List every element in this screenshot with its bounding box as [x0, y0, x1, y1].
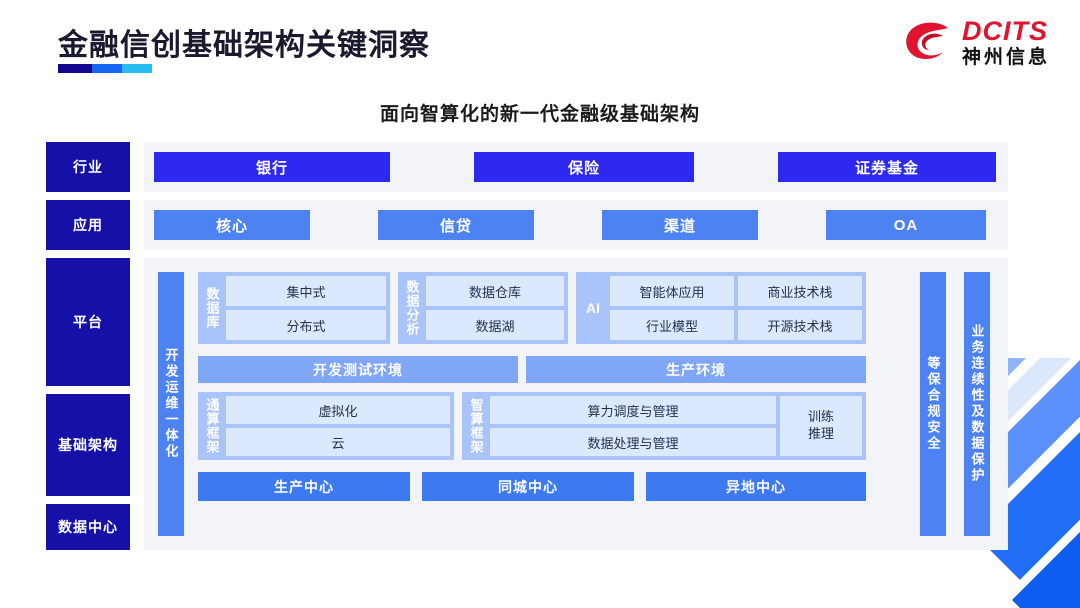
group-label-data-analysis: 数据分析 [404, 280, 420, 336]
layer-rail: 行业 应用 平台 基础架构 数据中心 [46, 142, 130, 566]
application-chip-core[interactable]: 核心 [154, 210, 310, 240]
group-ai[interactable]: AI 智能体应用 商业技术栈 行业模型 开源技术栈 [576, 272, 866, 344]
industry-panel: 银行 保险 证券基金 [144, 142, 1008, 192]
company-logo: DCITS 神州信息 [904, 18, 1050, 67]
group-data-analysis[interactable]: 数据分析 数据仓库 数据湖 [398, 272, 568, 344]
sidebar-devops[interactable]: 开发运维一体化 [158, 272, 184, 536]
datacenter-remote[interactable]: 异地中心 [646, 472, 866, 501]
cell-virtualization[interactable]: 虚拟化 [226, 396, 450, 424]
industry-chip-bank[interactable]: 银行 [154, 152, 390, 182]
swoosh-icon [906, 22, 948, 59]
datacenter-same-city[interactable]: 同城中心 [422, 472, 634, 501]
env-bar-production[interactable]: 生产环境 [526, 356, 866, 383]
rail-item-platform[interactable]: 平台 [46, 258, 130, 386]
cell-ai-industry-model[interactable]: 行业模型 [610, 310, 734, 340]
cell-training-inference[interactable]: 训练 推理 [780, 396, 862, 456]
page-header: 金融信创基础架构关键洞察 DCITS 神州信息 [0, 0, 1080, 90]
cell-cloud[interactable]: 云 [226, 428, 450, 456]
cell-database-distributed[interactable]: 分布式 [226, 310, 386, 340]
env-bar-dev-test[interactable]: 开发测试环境 [198, 356, 518, 383]
group-label-database: 数据库 [204, 287, 220, 329]
cell-ai-commercial-stack[interactable]: 商业技术栈 [738, 276, 862, 306]
logo-text-en: DCITS [961, 16, 1048, 46]
rail-item-industry[interactable]: 行业 [46, 142, 130, 192]
group-general-framework[interactable]: 通算框架 虚拟化 云 [198, 392, 454, 460]
sidebar-business-continuity[interactable]: 业务连续性及数据保护 [964, 272, 990, 536]
rail-item-infrastructure[interactable]: 基础架构 [46, 394, 130, 496]
diagram-subtitle: 面向智算化的新一代金融级基础架构 [379, 104, 700, 125]
cell-data-lake[interactable]: 数据湖 [426, 310, 564, 340]
rail-item-application[interactable]: 应用 [46, 200, 130, 250]
industry-chip-insurance[interactable]: 保险 [474, 152, 694, 182]
cell-compute-scheduling[interactable]: 算力调度与管理 [490, 396, 776, 424]
datacenter-production[interactable]: 生产中心 [198, 472, 410, 501]
architecture-diagram: 行业 应用 平台 基础架构 数据中心 银行 保险 证券基金 核心 信贷 渠道 O… [46, 142, 1008, 566]
group-label-ai: AI [586, 300, 600, 316]
cell-data-warehouse[interactable]: 数据仓库 [426, 276, 564, 306]
application-panel: 核心 信贷 渠道 OA [144, 200, 1008, 250]
sidebar-compliance-security[interactable]: 等保合规安全 [920, 272, 946, 536]
application-chip-credit[interactable]: 信贷 [378, 210, 534, 240]
title-accent-rule [58, 64, 152, 73]
group-label-general-framework: 通算框架 [204, 398, 220, 454]
group-smart-framework[interactable]: 智算框架 算力调度与管理 数据处理与管理 训练 推理 [462, 392, 866, 460]
page-title: 金融信创基础架构关键洞察 [58, 29, 430, 62]
logo-text-cn: 神州信息 [961, 47, 1050, 68]
industry-chip-securities[interactable]: 证券基金 [778, 152, 996, 182]
platform-panel: 开发运维一体化 等保合规安全 业务连续性及数据保护 数据库 集中式 分布式 数据… [144, 258, 1008, 550]
group-database[interactable]: 数据库 集中式 分布式 [198, 272, 390, 344]
platform-work-area: 数据库 集中式 分布式 数据分析 数据仓库 数据湖 AI 智能体应用 [198, 272, 908, 536]
cell-data-processing[interactable]: 数据处理与管理 [490, 428, 776, 456]
group-label-smart-framework: 智算框架 [468, 398, 484, 454]
application-chip-channel[interactable]: 渠道 [602, 210, 758, 240]
cell-ai-opensource-stack[interactable]: 开源技术栈 [738, 310, 862, 340]
application-chip-oa[interactable]: OA [826, 210, 986, 240]
cell-ai-agent-app[interactable]: 智能体应用 [610, 276, 734, 306]
rail-item-datacenter[interactable]: 数据中心 [46, 504, 130, 550]
cell-database-centralized[interactable]: 集中式 [226, 276, 386, 306]
